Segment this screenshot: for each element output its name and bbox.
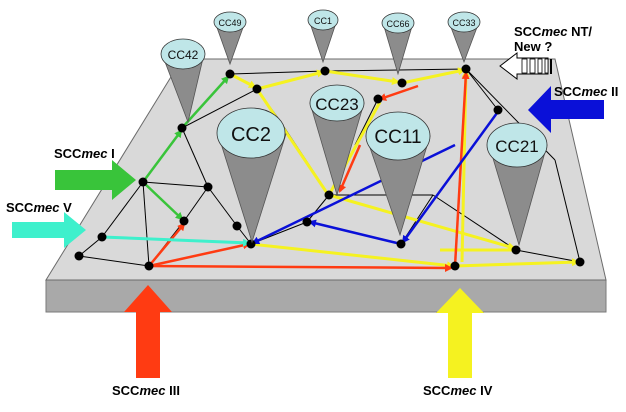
cone-cc49: CC49 [213,11,247,66]
node [493,105,503,115]
cone-cc11: CC11 [365,111,431,237]
cc49-label: CC49 [218,18,241,28]
cyan-arrows [101,235,251,247]
scc-mec-iii-label: SCCmec III [112,383,180,398]
scc-mec-iv-label: SCCmec IV [423,383,493,398]
node [450,261,460,271]
node [461,64,471,74]
cc33-label: CC33 [452,18,475,28]
node [225,69,235,79]
node [144,261,154,271]
scc-mec-v-arrow [12,212,86,248]
scc-mec-ii-arrow [528,86,604,133]
scc-mec-nt-label-line2: New ? [514,39,552,54]
node [252,84,262,94]
node [396,239,406,249]
node [179,216,189,226]
cc11-label: CC11 [374,127,421,148]
scc-mec-nt-arrow [499,51,552,81]
red-arrows [148,71,470,272]
cc66-label: CC66 [386,19,409,29]
cc1-label: CC1 [314,16,332,26]
node [397,78,407,88]
node [302,217,312,227]
scc-mec-i-label: SCCmec I [54,146,115,161]
scc-mec-ii-label: SCCmec II [554,84,618,99]
node [97,232,107,242]
cone-cc33: CC33 [447,11,481,64]
node [324,190,334,200]
scc-mec-v-label: SCCmec V [6,200,72,215]
cone-cc66: CC66 [381,12,415,76]
cone-cc2: CC2 [216,107,287,244]
node [575,257,585,267]
cc23-label: CC23 [315,95,358,114]
scc-mec-i-arrow [55,160,136,200]
cone-cc1: CC1 [307,9,339,64]
scc-mec-iii-arrow [124,285,172,378]
green-arrows [141,75,230,221]
node [373,94,383,104]
yellow-arrows [229,67,580,270]
cone-cc42: CC42 [160,38,206,124]
node [203,182,213,192]
node [138,177,148,187]
scc-mec-nt-label: SCCmec NT/ [514,24,592,39]
scc-mec-iv-arrow [436,288,484,378]
cc2-label: CC2 [231,124,271,146]
network-nodes [74,64,585,271]
cc42-label: CC42 [168,48,199,62]
cone-cc21: CC21 [486,122,548,247]
node [246,239,256,249]
cc21-label: CC21 [495,137,538,156]
cone-cc23: CC23 [309,84,365,197]
node [232,221,242,231]
node [320,66,330,76]
node [177,123,187,133]
node [511,245,521,255]
node [74,251,84,261]
